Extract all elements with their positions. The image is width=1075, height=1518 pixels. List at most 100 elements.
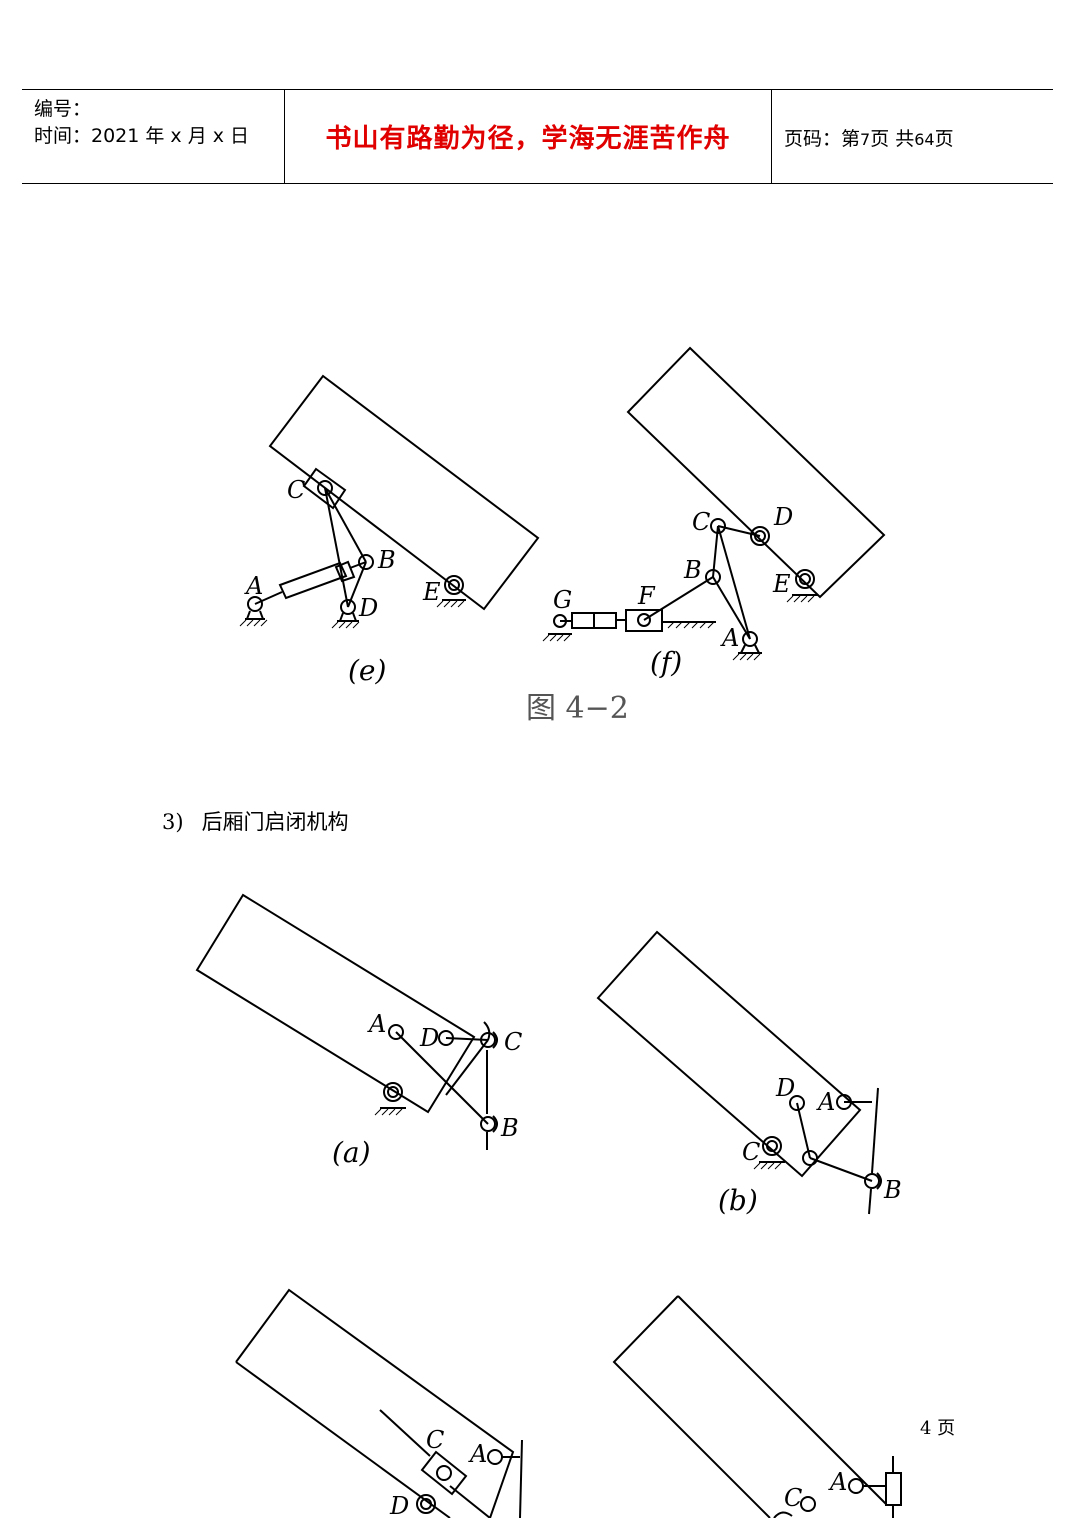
joint-a-d bbox=[848, 1478, 864, 1494]
joint-d-f-outer bbox=[750, 526, 770, 546]
hatch-pivot-a bbox=[374, 1108, 403, 1116]
header-motto-cell: 书山有路勤为径，学海无涯苦作舟 bbox=[285, 90, 772, 183]
label-f-f: F bbox=[637, 582, 656, 610]
link-d-c bbox=[449, 1485, 491, 1518]
slider-d bbox=[885, 1472, 902, 1506]
page-current: 7 bbox=[860, 130, 871, 149]
subcaption-e: (e) bbox=[348, 654, 386, 687]
page-number-info: 页码：第7页 共64页 bbox=[784, 124, 954, 151]
frame-top-a bbox=[483, 1021, 491, 1041]
label-c-c: C bbox=[426, 1426, 444, 1454]
diagram-e bbox=[239, 374, 540, 629]
label-e-f: E bbox=[772, 570, 791, 598]
page-total: 64 bbox=[914, 130, 935, 149]
hatch-a-e bbox=[239, 619, 268, 627]
joint-e-e bbox=[448, 579, 460, 591]
labels-d: A C bbox=[784, 1468, 847, 1512]
box-body-d-top bbox=[677, 1295, 887, 1505]
joint-b-a bbox=[480, 1116, 496, 1132]
subcaption-b: (b) bbox=[718, 1184, 758, 1217]
box-body-d bbox=[612, 1295, 771, 1518]
motto: 书山有路勤为径，学海无涯苦作舟 bbox=[325, 124, 731, 154]
joint-a-c bbox=[487, 1449, 503, 1465]
link-cb-e bbox=[324, 487, 367, 563]
pivot-c-b-outer bbox=[762, 1136, 782, 1156]
hatch-e-f bbox=[786, 595, 815, 603]
joint-g-f bbox=[553, 614, 567, 628]
diagram-d bbox=[612, 1295, 902, 1518]
hatch-c-b bbox=[753, 1162, 782, 1170]
labels-c: A C D bbox=[389, 1426, 487, 1518]
label-a-c: A bbox=[468, 1440, 487, 1468]
link-bd-e bbox=[347, 561, 367, 608]
link-ca-f bbox=[717, 525, 751, 640]
labels-f: A B C D E F G (f) 图 4−2 bbox=[526, 503, 793, 726]
page-header: 编号： 时间：2021 年 x 月 x 日 书山有路勤为径，学海无涯苦作舟 页码… bbox=[22, 89, 1053, 184]
joint-c-e bbox=[317, 480, 333, 496]
section-heading: 3)后厢门启闭机构 bbox=[162, 806, 367, 836]
joint-d-b bbox=[789, 1095, 805, 1111]
link-bf-f bbox=[643, 576, 714, 621]
hatch-a-f bbox=[732, 653, 761, 661]
support-a-f bbox=[740, 644, 746, 654]
box-body-b bbox=[596, 930, 862, 1178]
label-d-f: D bbox=[773, 503, 793, 531]
rod-a-e bbox=[254, 591, 283, 605]
joint-b-f bbox=[705, 569, 721, 585]
frame-b bbox=[871, 1087, 879, 1174]
label-a-a: A bbox=[367, 1010, 386, 1038]
joint-d-a bbox=[438, 1030, 454, 1046]
hatch-d-e bbox=[331, 621, 360, 629]
support-d-e bbox=[339, 612, 344, 622]
diagram-b bbox=[596, 930, 882, 1215]
pivot-d-c-outer bbox=[416, 1494, 436, 1514]
rod-b-e bbox=[349, 561, 367, 569]
subcaption-a: (a) bbox=[332, 1136, 371, 1169]
pivot-a bbox=[387, 1086, 399, 1098]
link-cd-e bbox=[324, 487, 349, 608]
bracket-c-a bbox=[492, 1031, 498, 1049]
link-cb-f bbox=[712, 525, 719, 578]
cylinder-g2-f bbox=[593, 612, 617, 629]
joint-c-d bbox=[800, 1496, 816, 1512]
link-ab-a bbox=[395, 1031, 489, 1125]
link-ba-f bbox=[712, 576, 751, 640]
joint-f-f bbox=[637, 613, 651, 627]
joint-e-e-outer bbox=[444, 575, 464, 595]
link-c-box-a bbox=[445, 1039, 489, 1096]
box-body-a bbox=[195, 893, 476, 1114]
label-d-b: D bbox=[775, 1074, 795, 1102]
joint-d-e bbox=[340, 599, 356, 615]
bracket-b-b bbox=[876, 1172, 882, 1190]
label-d-a: D bbox=[419, 1024, 439, 1052]
joint-c-f bbox=[710, 518, 726, 534]
joint-e-f-outer bbox=[795, 569, 815, 589]
label-a-f: A bbox=[720, 624, 739, 652]
section-title: 后厢门启闭机构 bbox=[201, 810, 349, 834]
bracket-b-a bbox=[492, 1115, 498, 1133]
hatch-guide-f bbox=[667, 621, 715, 629]
joint-a-f bbox=[742, 631, 758, 647]
joint-b-b bbox=[864, 1173, 880, 1189]
label-c-f: C bbox=[692, 508, 710, 536]
cylinder-e bbox=[278, 561, 348, 600]
labels-a: A B C D (a) bbox=[332, 1010, 522, 1169]
page-mid: 页 共 bbox=[870, 128, 915, 150]
page-prefix: 页码：第 bbox=[784, 128, 861, 150]
header-meta-cell: 编号： 时间：2021 年 x 月 x 日 bbox=[22, 90, 285, 183]
slider-c-c bbox=[420, 1450, 468, 1496]
labels-b: A B C D (b) bbox=[718, 1074, 902, 1217]
header-page-cell: 页码：第7页 共64页 bbox=[772, 90, 1053, 183]
box-body-c-bottom bbox=[235, 1361, 451, 1518]
joint-d-f bbox=[754, 530, 766, 542]
frame-c bbox=[519, 1439, 523, 1518]
diagram-f bbox=[542, 346, 886, 661]
diagram-a bbox=[195, 893, 498, 1150]
joint-a-a bbox=[388, 1024, 404, 1040]
support-a2-e bbox=[259, 610, 264, 620]
cylinder-end-e bbox=[334, 560, 356, 583]
pivot-d-c bbox=[420, 1498, 432, 1510]
label-e-e: E bbox=[422, 578, 441, 606]
joint-a-e bbox=[247, 596, 263, 612]
